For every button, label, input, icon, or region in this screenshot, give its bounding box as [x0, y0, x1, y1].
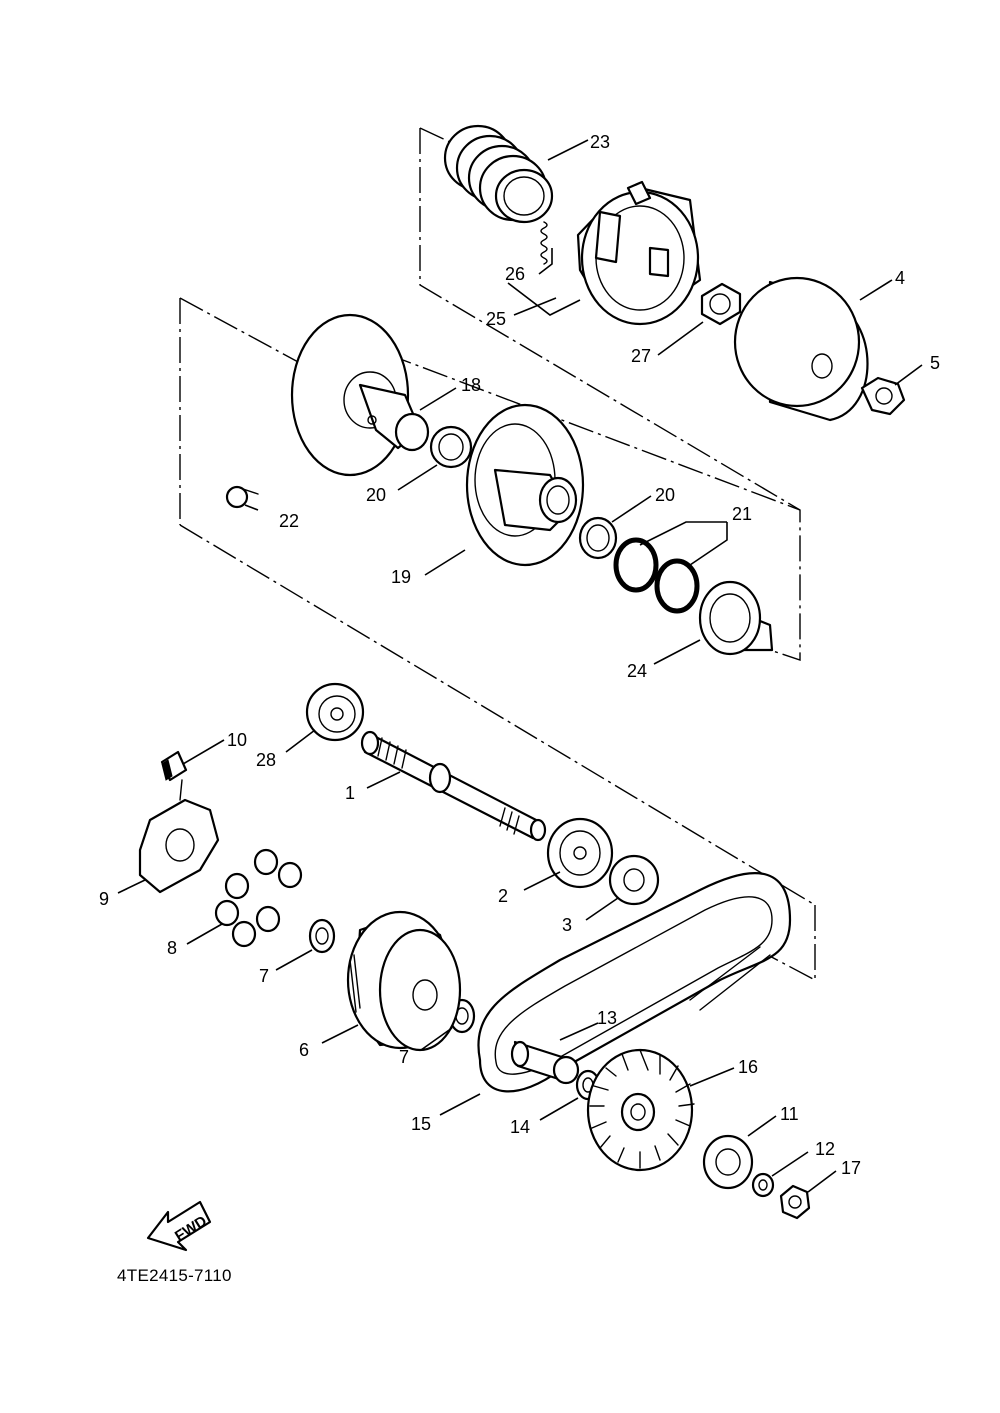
- callout-23[interactable]: 23: [590, 132, 610, 152]
- nut-17[interactable]: [779, 1184, 811, 1220]
- shaft-1[interactable]: [360, 730, 547, 842]
- v-belt-15[interactable]: [477, 872, 792, 1093]
- callout-17[interactable]: 17: [841, 1158, 861, 1178]
- forward-direction-arrow: FWD: [146, 1200, 212, 1252]
- callout-22[interactable]: 22: [279, 511, 299, 531]
- callout-11[interactable]: 11: [780, 1104, 799, 1124]
- oil-seal-3[interactable]: [608, 854, 660, 906]
- callout-19[interactable]: 19: [391, 567, 411, 587]
- o-rings-21[interactable]: [613, 537, 700, 614]
- slider-10[interactable]: [160, 750, 188, 782]
- callout-7a[interactable]: 7: [259, 966, 269, 986]
- callout-16[interactable]: 16: [738, 1057, 758, 1077]
- primary-sliding-sheave-6[interactable]: [346, 910, 462, 1052]
- compression-spring-23[interactable]: [443, 124, 554, 224]
- spacer-24[interactable]: [698, 580, 774, 656]
- collar-7a[interactable]: [308, 918, 336, 954]
- nut-5[interactable]: [860, 376, 906, 416]
- bearing-2[interactable]: [546, 817, 614, 889]
- callout-9[interactable]: 9: [99, 889, 109, 909]
- plain-washer-12[interactable]: [751, 1172, 775, 1198]
- nut-27[interactable]: [700, 282, 742, 326]
- primary-fixed-sheave-16[interactable]: [586, 1048, 695, 1172]
- callout-2[interactable]: 2: [498, 886, 508, 906]
- secondary-sliding-sheave-18[interactable]: [290, 313, 430, 477]
- clutch-spring-26[interactable]: [540, 221, 548, 265]
- callout-14[interactable]: 14: [510, 1117, 530, 1137]
- callout-10[interactable]: 10: [227, 730, 247, 750]
- callout-5[interactable]: 5: [930, 353, 940, 373]
- callout-7b[interactable]: 7: [399, 1047, 409, 1067]
- callout-27[interactable]: 27: [631, 346, 651, 366]
- callout-4[interactable]: 4: [895, 268, 905, 288]
- callout-24[interactable]: 24: [627, 661, 647, 681]
- clutch-carrier-25[interactable]: [576, 180, 702, 326]
- assembly-frame-lines: [179, 127, 816, 982]
- drawing-code: 4TE2415-7110: [117, 1266, 232, 1285]
- washer-11[interactable]: [702, 1134, 754, 1190]
- callout-20b[interactable]: 20: [655, 485, 675, 505]
- callout-8[interactable]: 8: [167, 938, 177, 958]
- callout-21[interactable]: 21: [732, 504, 752, 524]
- secondary-fixed-sheave-19[interactable]: [465, 403, 585, 567]
- callout-12[interactable]: 12: [815, 1139, 835, 1159]
- weights-8[interactable]: [214, 848, 303, 948]
- oil-seal-20b[interactable]: [578, 516, 618, 560]
- callout-28[interactable]: 28: [256, 750, 276, 770]
- callout-13[interactable]: 13: [597, 1008, 617, 1028]
- callout-25[interactable]: 25: [486, 309, 506, 329]
- callout-1[interactable]: 1: [345, 783, 355, 803]
- callout-26[interactable]: 26: [505, 264, 525, 284]
- collar-13[interactable]: [510, 1040, 580, 1085]
- callout-18[interactable]: 18: [461, 375, 481, 395]
- bearing-28[interactable]: [305, 682, 365, 742]
- cam-9[interactable]: [138, 779, 220, 894]
- callout-20a[interactable]: 20: [366, 485, 386, 505]
- callout-3[interactable]: 3: [562, 915, 572, 935]
- callout-leaders: [117, 139, 923, 1193]
- callout-labels: 23 26 25 27 4 5 18 22 20 20 21 19 24 28 …: [99, 132, 940, 1178]
- clutch-housing-4[interactable]: [733, 276, 869, 422]
- callout-6[interactable]: 6: [299, 1040, 309, 1060]
- callout-15[interactable]: 15: [411, 1114, 431, 1134]
- oil-seal-20a[interactable]: [429, 425, 473, 469]
- guide-pin-22[interactable]: [225, 485, 259, 509]
